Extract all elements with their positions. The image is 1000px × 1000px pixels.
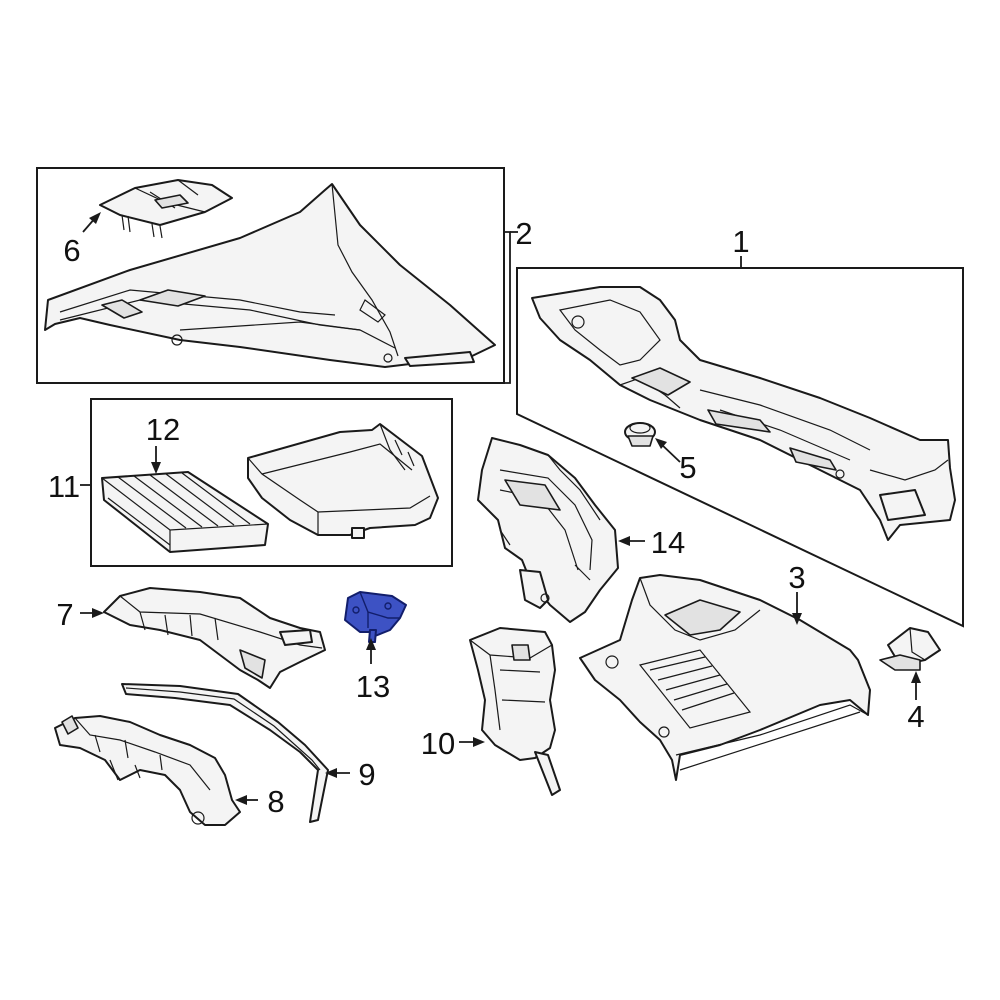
- callout-7: 7: [56, 597, 73, 632]
- group-box-1: [516, 267, 964, 628]
- callout-14: 14: [651, 525, 685, 560]
- callout-2: 2: [515, 216, 532, 251]
- part-5-grommet[interactable]: [624, 422, 656, 447]
- part-3-splash-shield[interactable]: [579, 574, 871, 781]
- callout-4: 4: [907, 699, 924, 734]
- part-2-cowl-panel[interactable]: [44, 183, 496, 368]
- callout-6: 6: [63, 233, 80, 268]
- part-11-filter-housing[interactable]: [247, 423, 439, 539]
- group-box-11: [90, 398, 453, 567]
- part-6-cover[interactable]: [99, 179, 233, 239]
- part-4-clip[interactable]: [879, 627, 941, 671]
- part-13-bracket-highlighted[interactable]: [344, 591, 407, 643]
- callout-labels: 1 2 3 4 5 6 7 8 9 10 11 12 13 14: [48, 216, 925, 819]
- callout-10: 10: [421, 726, 455, 761]
- callout-5: 5: [679, 450, 696, 485]
- part-7-bracket[interactable]: [103, 587, 326, 689]
- part-9-seal-strip[interactable]: [121, 683, 329, 823]
- leader-lines: [80, 212, 921, 805]
- callout-9: 9: [358, 757, 375, 792]
- callout-8: 8: [267, 784, 284, 819]
- group-box-2: [36, 167, 505, 384]
- part-10-duct[interactable]: [469, 627, 561, 796]
- callout-1: 1: [732, 224, 749, 259]
- callout-3: 3: [788, 560, 805, 595]
- callout-11: 11: [48, 469, 80, 504]
- part-1-cowl-top[interactable]: [531, 286, 956, 541]
- callout-13: 13: [356, 669, 390, 704]
- part-8-support[interactable]: [54, 715, 241, 826]
- part-14-air-duct[interactable]: [477, 437, 619, 623]
- part-12-cabin-filter[interactable]: [101, 471, 269, 553]
- callout-12: 12: [146, 412, 180, 447]
